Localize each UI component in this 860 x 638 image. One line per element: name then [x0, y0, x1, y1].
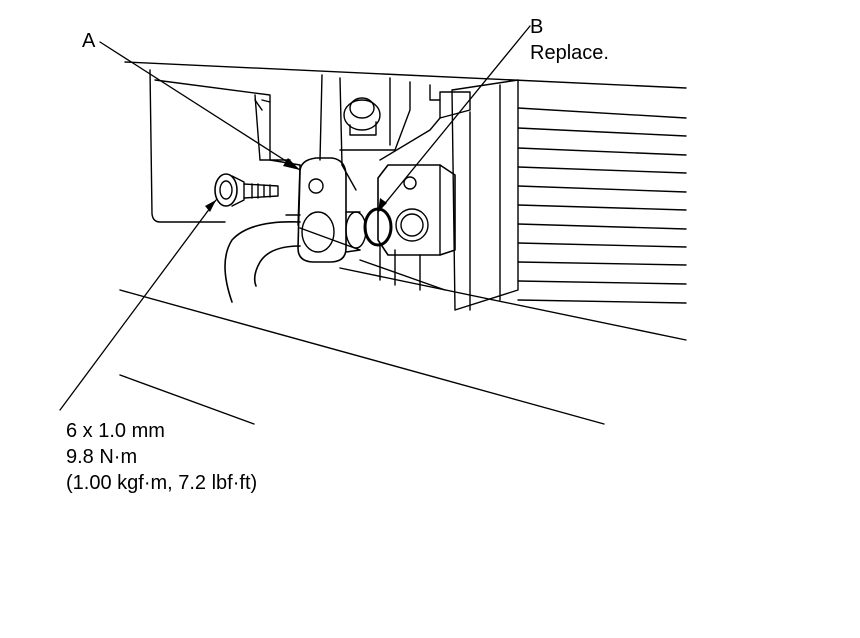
torque-spec-alt: (1.00 kgf·m, 7.2 lbf·ft): [66, 472, 258, 494]
bolt-size-spec: 6 x 1.0 mm: [66, 420, 165, 442]
arrowheads: [205, 158, 387, 212]
body-panel-lines: [119, 267, 687, 425]
refrigerant-pipe: [224, 214, 301, 303]
callout-label-b: B: [530, 16, 544, 38]
receiver-block: [377, 164, 456, 256]
torque-spec-nm: 9.8 N·m: [66, 446, 138, 468]
mounting-bolt: [214, 173, 279, 207]
leader-lines: [59, 25, 531, 411]
pipe-flange: [297, 157, 367, 263]
replace-note: Replace.: [530, 42, 609, 64]
callout-label-a: A: [82, 30, 96, 52]
o-ring: [363, 207, 393, 247]
upper-bolt: [343, 97, 381, 136]
condenser-fins: [451, 79, 687, 311]
housing-outline: [124, 61, 687, 291]
